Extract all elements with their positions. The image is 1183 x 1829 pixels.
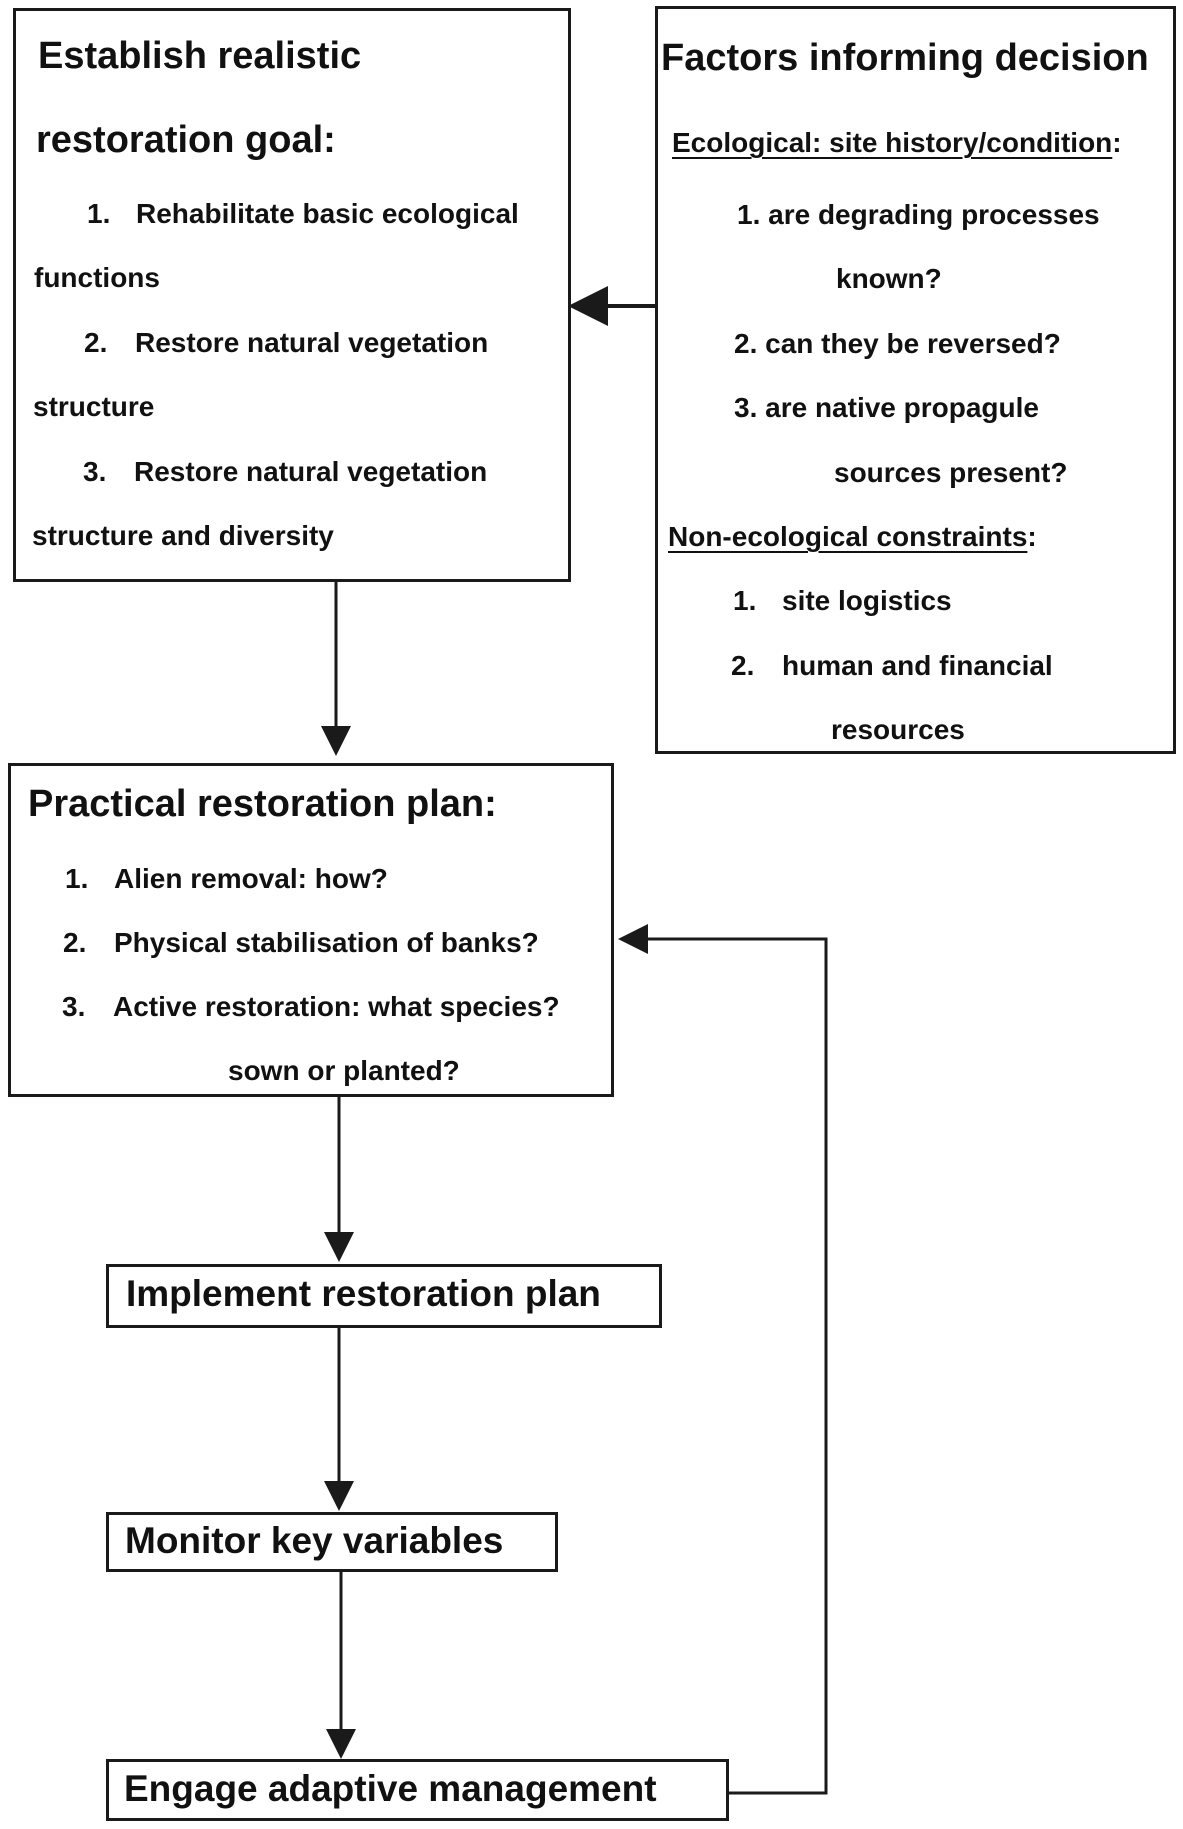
plan-item3-line1: Active restoration: what species? [113, 991, 560, 1022]
adaptive-box [106, 1759, 729, 1821]
eco-item1-line2: known? [836, 263, 942, 294]
plan-item3-line2: sown or planted? [228, 1055, 460, 1086]
goal-item3-line2: structure and diversity [32, 520, 334, 551]
non-item2-number: 2. [731, 650, 755, 681]
eco-item1-line1: 1. are degrading processes [737, 199, 1100, 230]
arrow-feedback-loop [618, 924, 828, 1795]
ecological-heading-text: Ecological: site history/condition [672, 127, 1113, 158]
plan-item1: Alien removal: how? [114, 863, 388, 894]
goal-item2-number: 2. [84, 327, 108, 358]
goal-title-line1: Establish realistic [38, 35, 362, 77]
goal-item1-line2: functions [34, 262, 160, 293]
adaptive-label: Engage adaptive management [124, 1768, 657, 1809]
implement-label: Implement restoration plan [126, 1273, 601, 1314]
non-item2-line2: resources [831, 714, 965, 745]
nonecological-heading: Non-ecological constraints: [668, 523, 1037, 551]
eco-item3-line2: sources present? [834, 457, 1068, 488]
plan-title: Practical restoration plan: [28, 783, 497, 825]
ecological-heading: Ecological: site history/condition: [672, 129, 1122, 157]
eco-item3-line1: 3. are native propagule [734, 392, 1039, 423]
plan-item2: Physical stabilisation of banks? [114, 927, 539, 958]
goal-item2-line2: structure [33, 391, 155, 422]
monitor-box [106, 1512, 558, 1572]
plan-item2-number: 2. [63, 927, 87, 958]
goal-item3-line1: Restore natural vegetation [134, 456, 488, 487]
factors-box [655, 6, 1176, 754]
non-item1-number: 1. [733, 585, 757, 616]
goal-item1-line1: Rehabilitate basic ecological [136, 198, 519, 229]
factors-title: Factors informing decision [661, 37, 1149, 79]
plan-box [8, 763, 614, 1097]
plan-item3-number: 3. [62, 991, 86, 1022]
non-item1: site logistics [782, 585, 952, 616]
eco-item2: 2. can they be reversed? [734, 328, 1061, 359]
ecological-heading-colon: : [1112, 127, 1122, 158]
non-item2-line1: human and financial [782, 650, 1053, 681]
goal-item2-line1: Restore natural vegetation [135, 327, 489, 358]
implement-box [106, 1264, 662, 1328]
nonecological-heading-text: Non-ecological constraints [668, 521, 1028, 552]
goal-title-line2: restoration goal: [36, 119, 336, 161]
goal-box [13, 8, 571, 582]
goal-item3-number: 3. [83, 456, 107, 487]
goal-item1-number: 1. [87, 198, 111, 229]
plan-item1-number: 1. [65, 863, 89, 894]
nonecological-heading-colon: : [1027, 521, 1037, 552]
monitor-label: Monitor key variables [125, 1520, 504, 1561]
